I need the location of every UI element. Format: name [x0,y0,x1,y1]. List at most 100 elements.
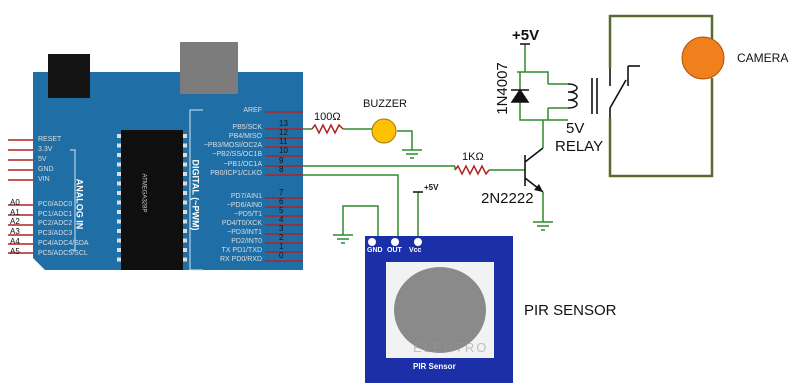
analog-pin-name: A4 [10,236,20,246]
digital-pin-number: 2 [279,233,284,242]
digital-pin-label: PB4/MISO [228,133,262,140]
power-pin-label: GND [38,166,54,173]
transistor-label: 2N2222 [481,190,534,207]
chip-pin [117,200,121,205]
chip-pin [117,143,121,148]
digital-pin-label: ~PD5/T1 [234,211,262,218]
digital-pin-label: TX PD1/TXD [221,247,262,254]
analog-pin-label: PC5/ADC5/SCL [38,249,88,257]
relay-switch [609,65,640,118]
digital-pin-number: 0 [279,251,284,260]
buzzer-ground-icon [402,149,422,159]
digital-pin-label: ~PB2/SS/OC1B [212,151,262,158]
chip-pin [183,257,187,262]
digital-pin-label: AREF [243,107,262,114]
chip-pin [117,153,121,157]
buzzer-resistor-label: 100Ω [314,111,341,123]
chip-pin [183,200,187,205]
relay-label-line2: RELAY [555,138,604,155]
pir-supply-label: +5V [424,183,439,192]
chip-pin [183,181,187,186]
chip-pin [183,229,187,233]
chip-pin [117,210,121,214]
digital-pin-number: 12 [279,128,288,137]
pir-pin-gnd: GND [367,247,383,254]
transistor-symbol [524,147,544,193]
digital-pin-label: ~PD6/AIN0 [226,202,262,209]
dc-jack [48,54,90,98]
analog-pin-label: PC4/ADC4/SDA [38,239,89,247]
digital-pin-number: 1 [279,242,284,251]
digital-pin-number: 8 [279,165,284,174]
relay-core [591,78,598,114]
atmega-chip [121,130,183,270]
analog-pin-name: A3 [10,227,20,237]
digital-pin-number: 5 [279,206,284,215]
chip-label: ATMEGA328P [140,173,147,213]
chip-pin [183,219,187,224]
digital-pin-number: 11 [279,137,288,146]
digital-pin-label: PB0/ICP1/CLKO [210,170,262,177]
chip-pin [183,248,187,252]
chip-pin [183,134,187,138]
camera-loop-wire [608,14,714,178]
digital-pin-label: ~PB1/OC1A [223,161,262,168]
diode-label: 1N4007 [493,62,511,115]
digital-pin-label: ~PD3/INT1 [227,229,262,236]
chip-pin [183,172,187,176]
analog-pin-label: PC0/ADC0 [38,201,73,208]
digital-title: DIGITAL (~PWM) [190,159,201,231]
camera [681,36,725,80]
digital-pin-number: 3 [279,224,284,233]
chip-pin [117,238,121,243]
usb-port [180,42,238,94]
pir-ground-icon [333,234,353,244]
watermark: ELECTRO [413,340,489,355]
chip-pin [183,238,187,243]
power-pin-label: 5V [38,156,47,163]
power-pin-label: RESET [38,136,62,143]
chip-pin [183,191,187,195]
chip-pin [183,162,187,167]
flyback-diode [510,88,530,103]
chip-pin [117,229,121,233]
analog-pin-label: PC3/ADC3 [38,230,73,238]
chip-pin [117,248,121,252]
analog-pin-label: PC1/ADC1 [38,210,73,218]
digital-pin-label: PD4/T0/XCK [221,220,262,227]
digital-pin-number: 13 [279,119,288,128]
digital-pin-number: 9 [279,156,284,165]
buzzer-label: BUZZER [363,98,407,110]
pir-title: PIR SENSOR [524,302,617,319]
power-pin-label: VIN [38,176,50,183]
chip-pin [117,257,121,262]
power-pin-labels: RESET 3.3V 5V GND VIN [38,135,61,185]
chip-pin [117,172,121,176]
pir-board-label: PIR Sensor [413,362,456,371]
pir-pin-vcc: Vcc [409,247,422,254]
analog-pin-name: A2 [10,217,20,227]
chip-pin [183,210,187,214]
digital-pin-label: PD2/INT0 [231,238,262,245]
relay-label-line1: 5V [566,120,585,137]
base-resistor-label: 1KΩ [462,151,484,163]
pir-pin-out: OUT [387,247,402,254]
analog-in-title: ANALOG IN [74,178,85,230]
digital-pin-label: ~PB3/MOSI/OC2A [203,142,262,149]
analog-pin-name: A1 [10,207,20,217]
analog-pin-names: A0 A1 A2 A3 A4 A5 [10,198,20,256]
digital-pin-number: 7 [279,188,284,197]
chip-pin [117,219,121,224]
transistor-ground-icon [533,221,553,231]
base-resistor [454,164,490,176]
digital-pin-number: 10 [279,146,288,155]
chip-pin [117,191,121,195]
digital-pin-label: PD7/AIN1 [230,193,262,200]
digital-pin-label: PB5/SCK [232,124,262,131]
buzzer-resistor [311,123,344,135]
digital-pin-label: RX PD0/RXD [219,256,262,263]
buzzer [371,118,397,144]
digital-pin-number: 4 [279,215,284,224]
relay-coil [567,83,578,109]
